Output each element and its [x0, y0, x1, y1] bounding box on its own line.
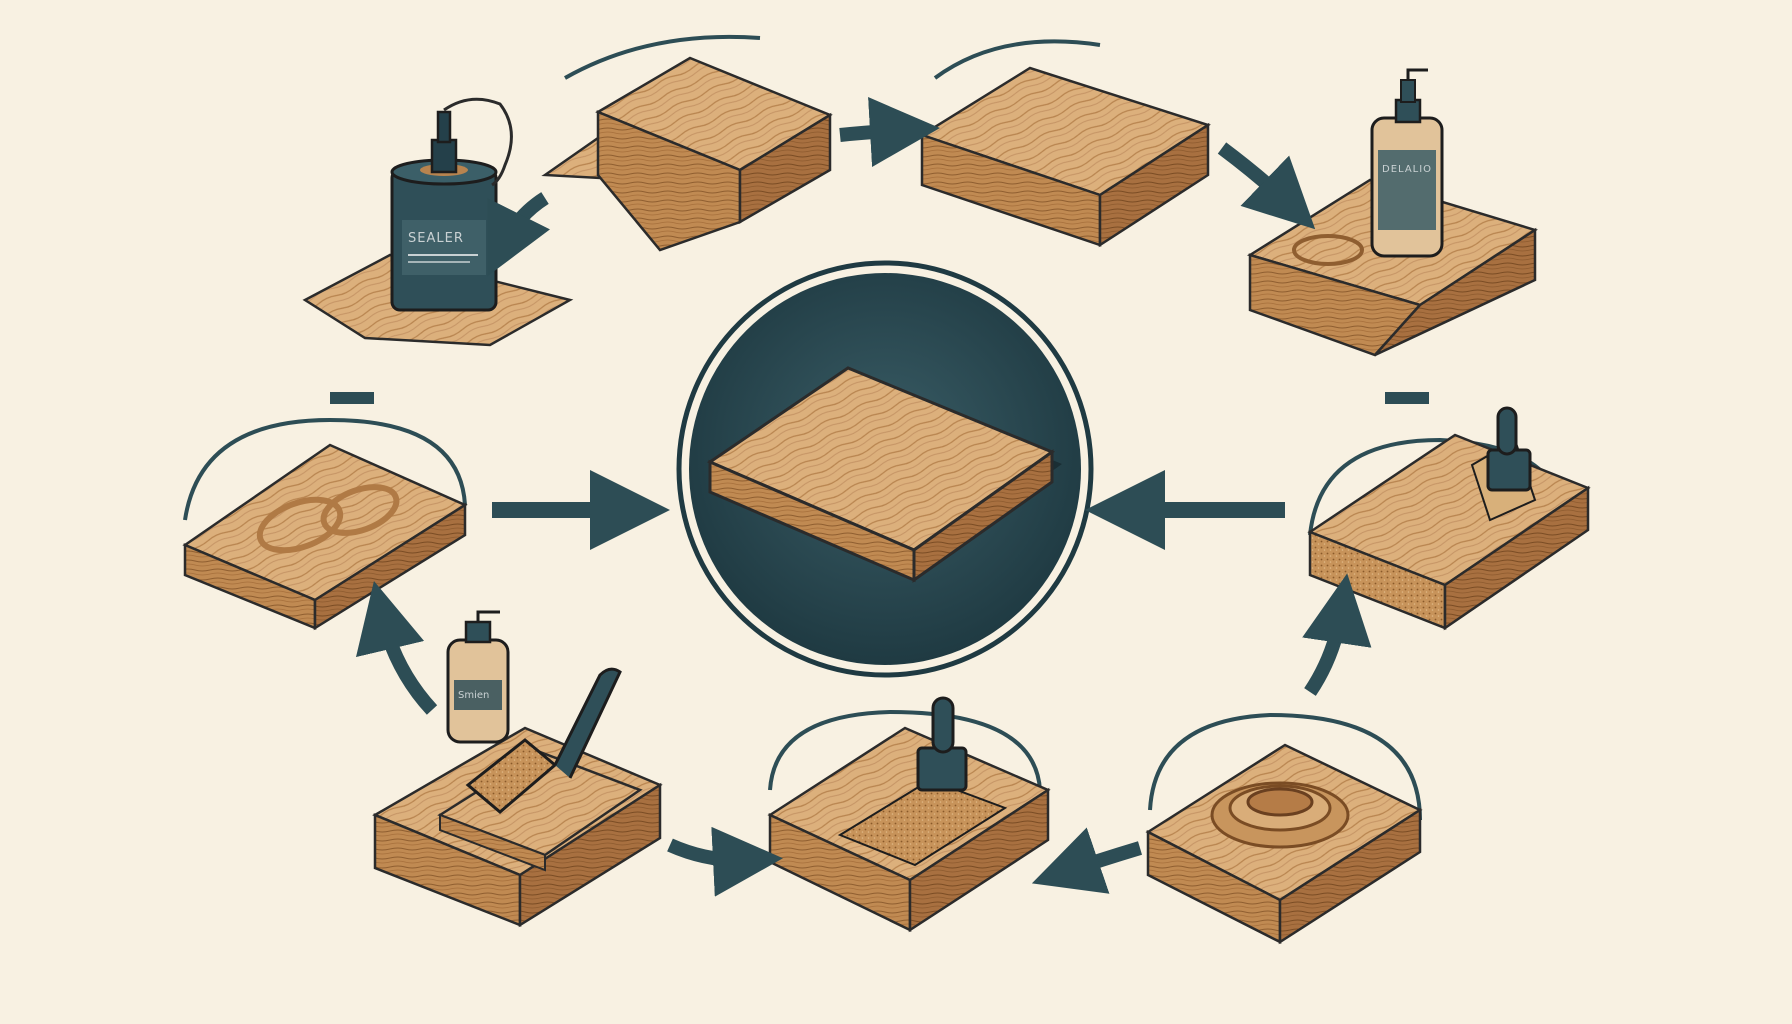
center-circle	[676, 260, 1094, 678]
oil-bottle-icon: DELALIO	[1370, 68, 1444, 258]
stain-bottle-icon: Smien	[446, 610, 510, 744]
step-finish-brush	[767, 696, 1051, 933]
arrow-left-up	[355, 580, 438, 715]
ring-icon	[1210, 781, 1350, 849]
stain-bottle-label: Smien	[458, 690, 489, 701]
arrow-top-left	[487, 192, 550, 277]
arrow-right-up	[1302, 573, 1372, 696]
step-oil-bottle: DELALIO	[1246, 68, 1538, 357]
flow-arrows	[355, 97, 1372, 897]
sanding-block-icon	[465, 667, 622, 814]
step-flat-board	[919, 39, 1211, 248]
brush-icon	[1470, 406, 1537, 522]
step-planed-block	[541, 34, 833, 252]
arrow-bottom-right	[1031, 827, 1143, 894]
step-carved-block	[182, 392, 468, 631]
arrow-top-right	[1217, 142, 1316, 230]
arrow-top-1	[839, 97, 940, 167]
arrow-bottom-left	[667, 826, 783, 897]
step-sealer: SEALER	[302, 97, 574, 347]
step-carved-ring	[1145, 712, 1423, 945]
center-wood-board	[706, 366, 1062, 583]
step-sanding: Smien	[372, 610, 663, 928]
finish-brush-icon	[916, 696, 968, 792]
sealer-can-icon: SEALER	[390, 97, 513, 312]
sealer-can-label: SEALER	[408, 231, 464, 246]
step-brushing	[1307, 392, 1591, 631]
oil-bottle-label: DELALIO	[1382, 164, 1432, 175]
